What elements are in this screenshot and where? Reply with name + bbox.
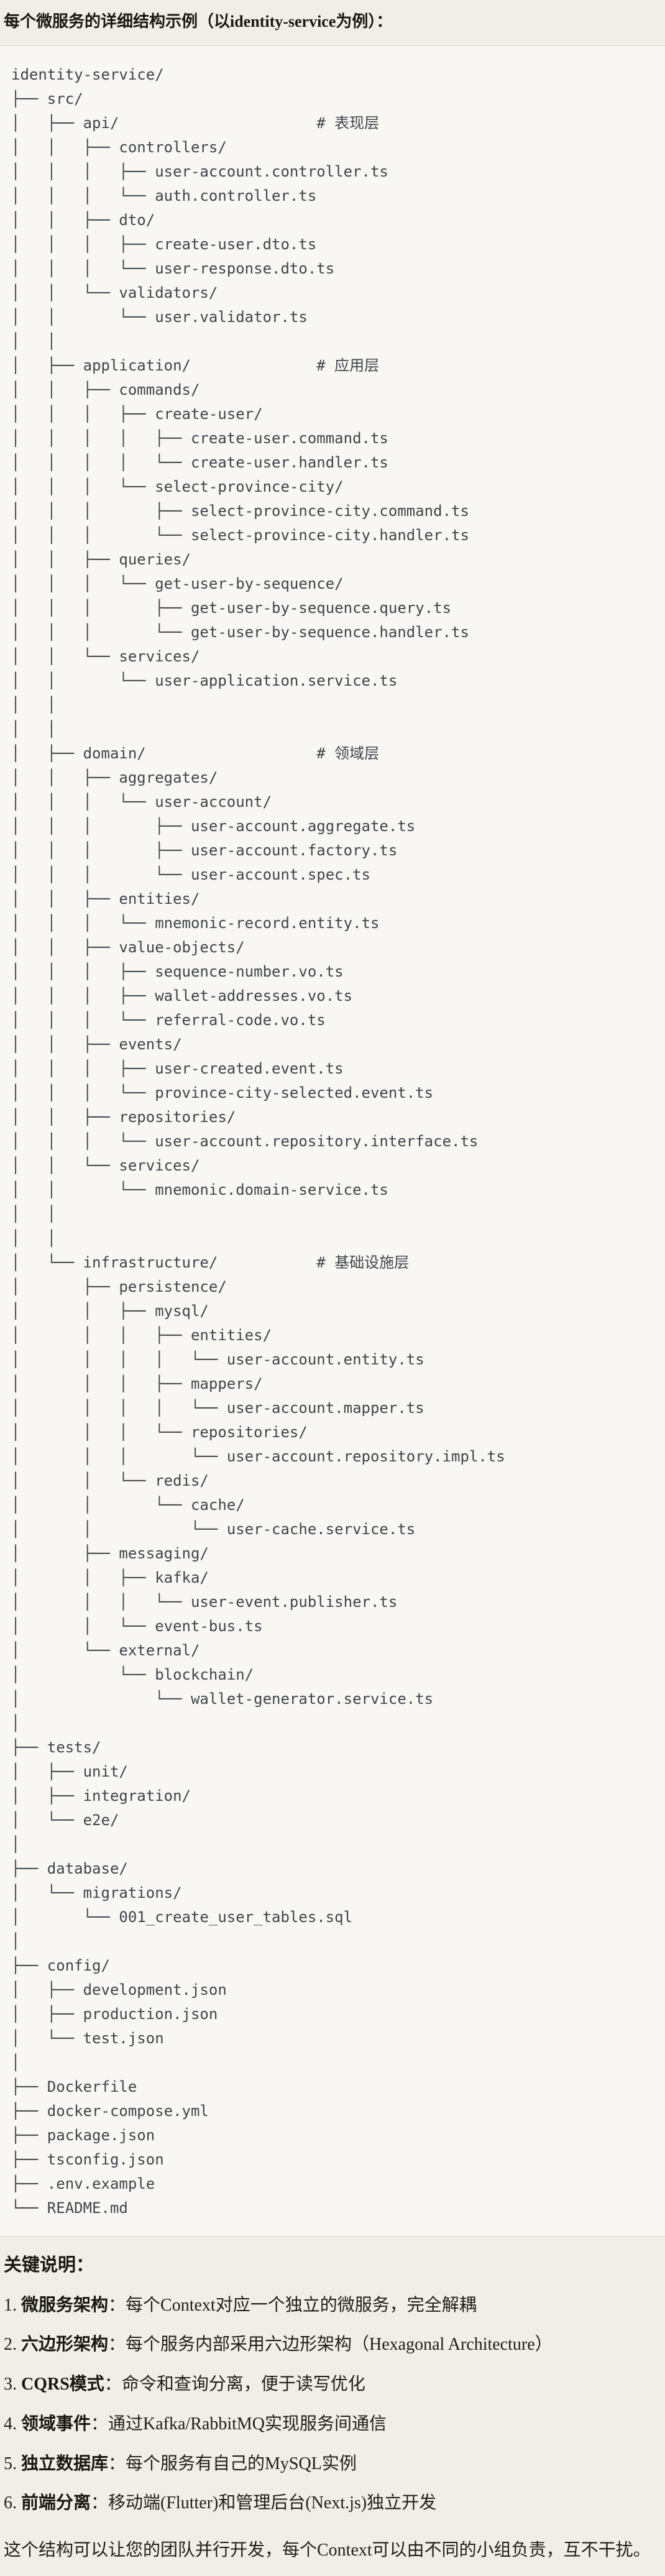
note-number: 6.	[4, 2493, 17, 2513]
note-text: 通过Kafka/RabbitMQ实现服务间通信	[108, 2414, 387, 2434]
note-item-4: 4.领域事件：通过Kafka/RabbitMQ实现服务间通信	[4, 2412, 661, 2437]
note-colon: ：	[91, 2493, 109, 2513]
note-number: 2.	[4, 2335, 17, 2355]
notes-footer: 这个结构可以让您的团队并行开发，每个Context可以由不同的小组负责，互不干扰…	[4, 2541, 651, 2560]
note-label: 独立数据库	[21, 2454, 109, 2473]
code-block: identity-service/ ├── src/ │ ├── api/ # …	[0, 45, 665, 2237]
note-number: 5.	[4, 2454, 17, 2473]
note-text: 每个服务内部采用六边形架构（Hexagonal Architecture）	[126, 2335, 553, 2355]
note-label: 领域事件	[21, 2414, 91, 2434]
note-text: 每个服务有自己的MySQL实例	[126, 2454, 357, 2473]
note-colon: ：	[108, 2454, 126, 2473]
directory-tree: identity-service/ ├── src/ │ ├── api/ # …	[11, 66, 505, 2217]
note-colon: ：	[108, 2295, 126, 2315]
note-item-1: 1.微服务架构：每个Context对应一个独立的微服务，完全解耦	[4, 2293, 661, 2318]
note-text: 命令和查询分离，便于读写优化	[121, 2375, 365, 2394]
note-label: 六边形架构	[21, 2335, 109, 2355]
note-label: 微服务架构	[21, 2295, 109, 2315]
note-item-3: 3.CQRS模式：命令和查询分离，便于读写优化	[4, 2372, 661, 2397]
note-number: 1.	[4, 2295, 17, 2315]
note-colon: ：	[91, 2414, 109, 2434]
note-text: 移动端(Flutter)和管理后台(Next.js)独立开发	[108, 2493, 437, 2513]
page-title: 每个微服务的详细结构示例（以identity-service为例）：	[4, 12, 393, 30]
document-header: 每个微服务的详细结构示例（以identity-service为例）：	[0, 0, 665, 45]
note-number: 4.	[4, 2414, 17, 2434]
notes-heading: 关键说明：	[4, 2255, 94, 2275]
note-number: 3.	[4, 2375, 17, 2394]
notes-section: 关键说明： 1.微服务架构：每个Context对应一个独立的微服务，完全解耦 2…	[0, 2237, 665, 2576]
note-colon: ：	[104, 2375, 122, 2394]
note-item-6: 6.前端分离：移动端(Flutter)和管理后台(Next.js)独立开发	[4, 2491, 661, 2516]
note-label: CQRS模式	[21, 2375, 104, 2394]
note-item-5: 5.独立数据库：每个服务有自己的MySQL实例	[4, 2452, 661, 2477]
note-colon: ：	[108, 2335, 126, 2355]
note-label: 前端分离	[21, 2493, 91, 2513]
note-item-2: 2.六边形架构：每个服务内部采用六边形架构（Hexagonal Architec…	[4, 2332, 661, 2357]
note-text: 每个Context对应一个独立的微服务，完全解耦	[126, 2295, 477, 2315]
